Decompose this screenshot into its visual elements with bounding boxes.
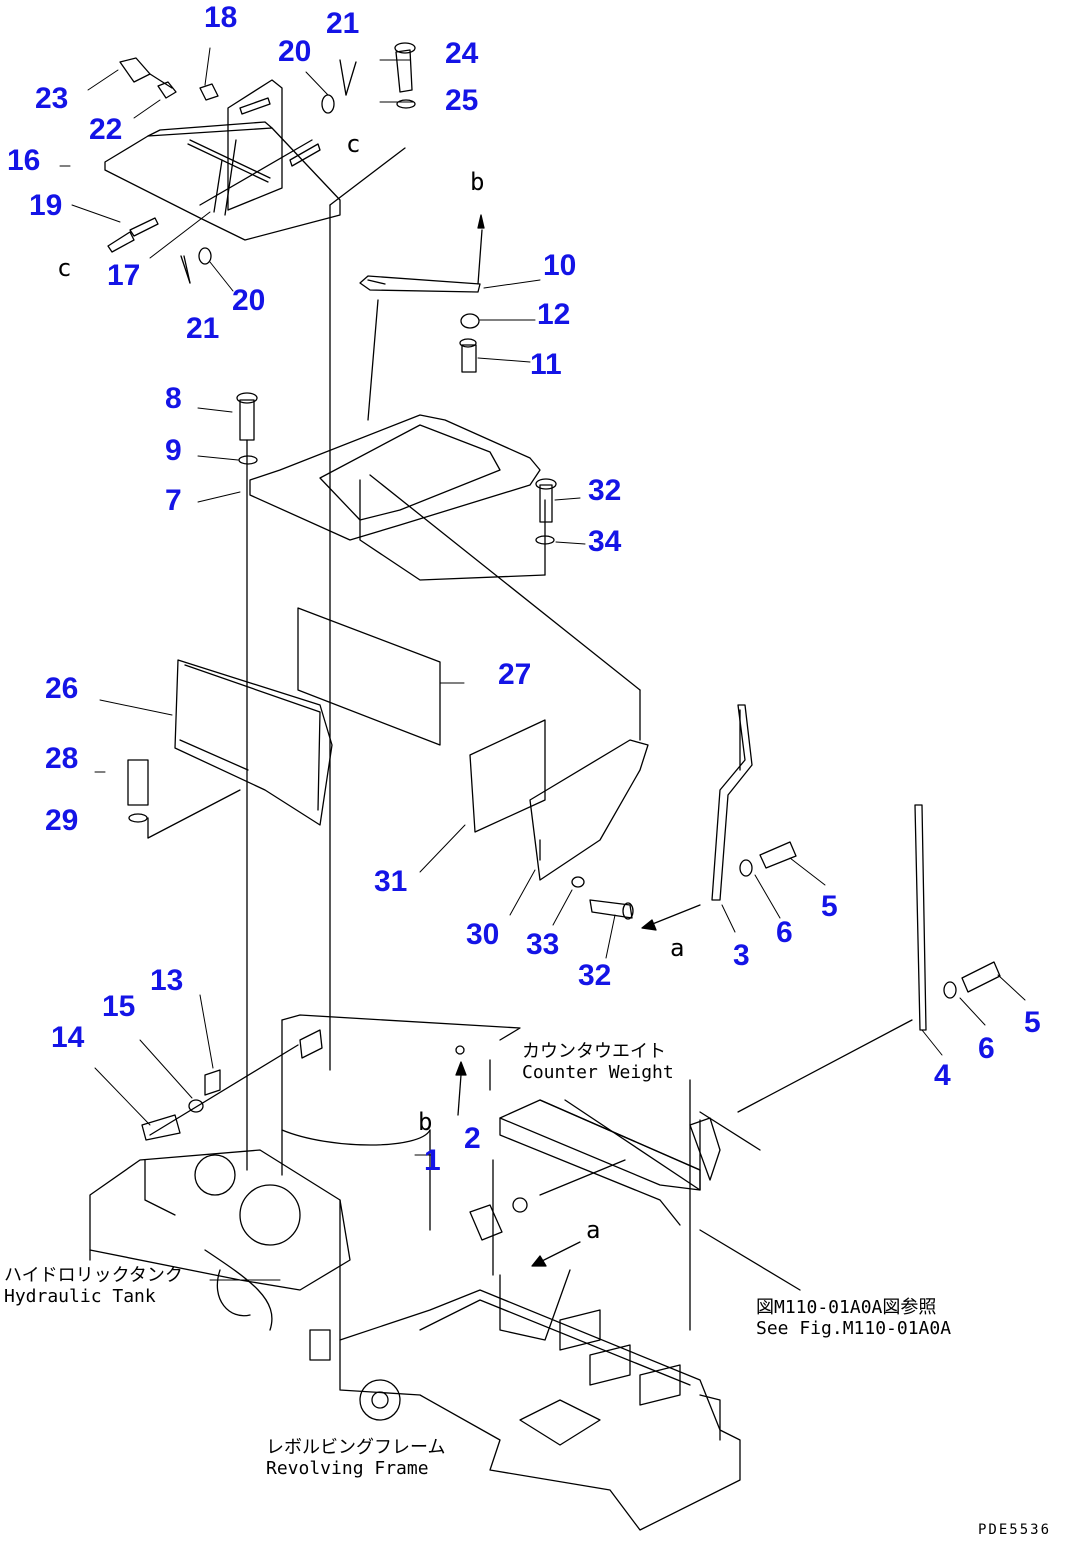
callout-11: 11 <box>530 348 562 381</box>
label-revolving-frame: レボルビングフレーム Revolving Frame <box>266 1437 446 1479</box>
callout-18: 18 <box>204 1 238 34</box>
callout-28: 28 <box>45 742 79 775</box>
callout-31: 31 <box>374 865 408 898</box>
counter-weight-en: Counter Weight <box>522 1061 674 1083</box>
callout-20-upper: 20 <box>278 35 312 68</box>
callout-21-lower: 21 <box>186 312 220 345</box>
counter-weight-jp: カウンタウエイト <box>522 1041 666 1062</box>
callout-34: 34 <box>588 525 622 558</box>
callout-26: 26 <box>45 672 79 705</box>
callout-9: 9 <box>165 434 182 467</box>
counter-weight-outline <box>469 1099 761 1241</box>
hydraulic-tank-en: Hydraulic Tank <box>4 1285 156 1307</box>
leader-lines <box>59 47 1026 1281</box>
callout-33: 33 <box>526 928 560 961</box>
callout-12: 12 <box>537 298 571 331</box>
callout-27: 27 <box>498 658 532 691</box>
callout-6-upper: 6 <box>776 916 793 949</box>
callout-19: 19 <box>29 189 63 222</box>
callout-24: 24 <box>445 37 479 70</box>
top-bracket-assembly <box>104 42 416 284</box>
callout-29: 29 <box>45 804 79 837</box>
callout-1: 1 <box>424 1144 441 1177</box>
rods <box>641 704 1001 1031</box>
cover-plate <box>236 392 557 581</box>
label-see-fig: 図M110-01A0A図参照 See Fig.M110-01A0A <box>756 1297 952 1339</box>
callout-25: 25 <box>445 84 479 117</box>
lever-assembly <box>359 214 485 373</box>
callout-8: 8 <box>165 382 182 415</box>
callout-5-upper: 5 <box>821 890 838 923</box>
callout-32-lower: 32 <box>578 959 612 992</box>
callout-22: 22 <box>89 113 123 146</box>
callout-15: 15 <box>102 990 136 1023</box>
callout-14: 14 <box>51 1021 85 1054</box>
revolving-frame-outline <box>339 1059 741 1531</box>
label-hydraulic-tank: ハイドロリックタンク Hydraulic Tank <box>4 1265 183 1307</box>
drawing-code: PDE5536 <box>978 1522 1052 1538</box>
callout-21-upper: 21 <box>326 7 360 40</box>
callout-23: 23 <box>35 82 69 115</box>
callout-2: 2 <box>464 1122 481 1155</box>
see-fig-jp: 図M110-01A0A図参照 <box>756 1297 937 1318</box>
assembly-lines <box>246 147 913 1291</box>
callout-7: 7 <box>165 484 182 517</box>
ref-letter-a-left: a <box>670 934 685 962</box>
callout-4: 4 <box>934 1059 951 1092</box>
ref-letter-a-right: a <box>586 1216 601 1244</box>
revolving-frame-en: Revolving Frame <box>266 1457 429 1479</box>
callout-17: 17 <box>107 259 141 292</box>
side-panels <box>127 607 441 839</box>
callout-10: 10 <box>543 249 577 282</box>
callout-30: 30 <box>466 918 500 951</box>
revolving-frame-jp: レボルビングフレーム <box>266 1437 446 1458</box>
callout-32-upper: 32 <box>588 474 622 507</box>
callout-13: 13 <box>150 964 184 997</box>
machine-base <box>89 1014 521 1361</box>
callout-5-lower: 5 <box>1024 1006 1041 1039</box>
ref-letter-c-left: c <box>57 254 72 282</box>
callout-16: 16 <box>7 144 41 177</box>
see-fig-en: See Fig.M110-01A0A <box>756 1317 952 1339</box>
callout-6-lower: 6 <box>978 1032 995 1065</box>
ref-letter-c-right: c <box>346 130 361 158</box>
rear-bracket <box>469 719 649 920</box>
callout-3: 3 <box>733 939 750 972</box>
hydraulic-tank-jp: ハイドロリックタンク <box>4 1265 183 1286</box>
callout-20-lower: 20 <box>232 284 266 317</box>
ref-letter-b-top: b <box>470 168 485 196</box>
ref-letter-b-bottom: b <box>418 1108 433 1136</box>
label-counter-weight: カウンタウエイト Counter Weight <box>522 1041 674 1083</box>
